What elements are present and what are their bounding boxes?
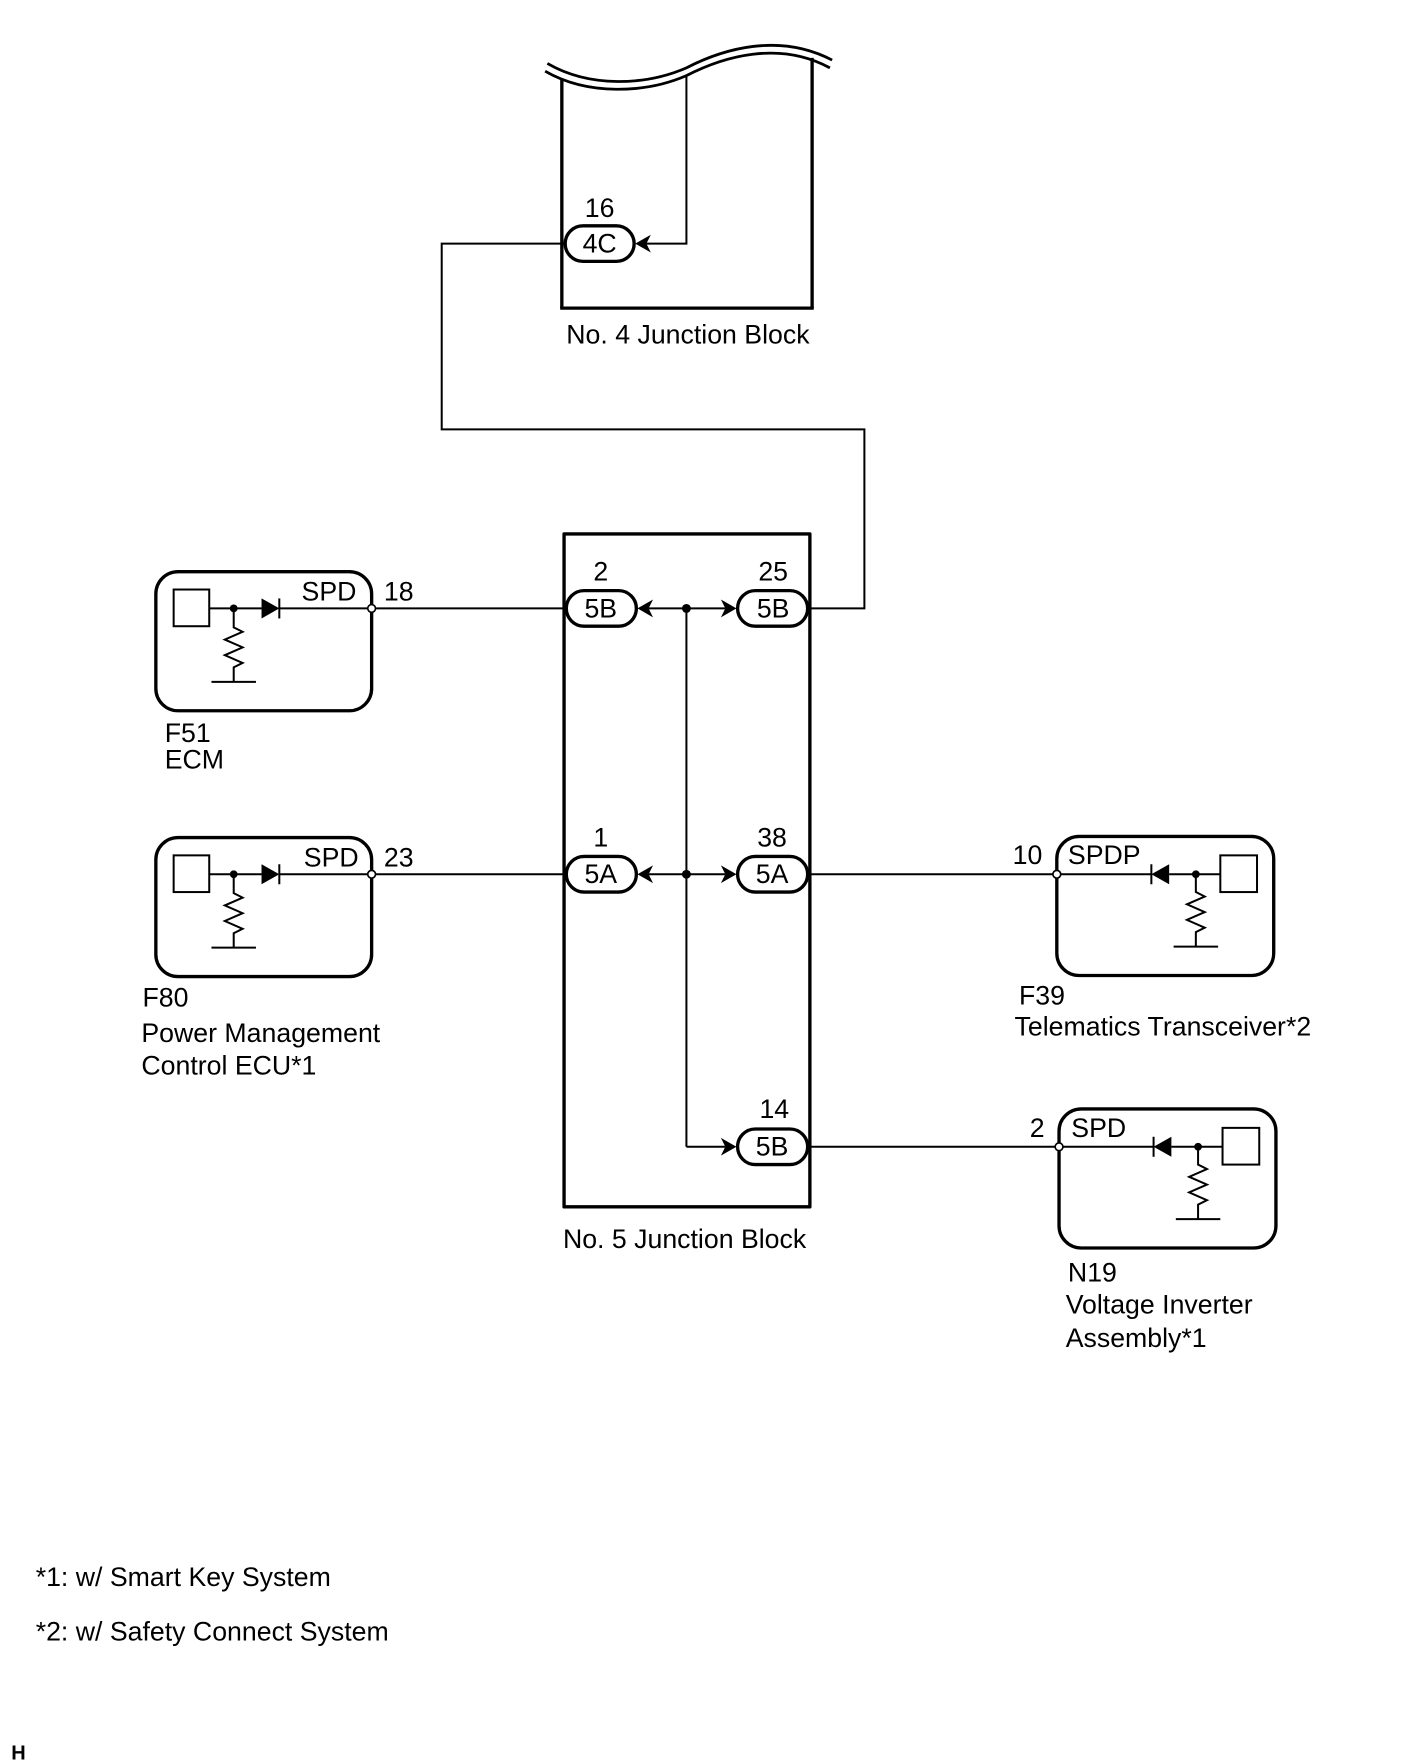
junction-dot xyxy=(229,604,238,613)
junction-dot xyxy=(229,870,238,879)
pin-number: 16 xyxy=(585,193,615,223)
junction-dot xyxy=(681,869,691,879)
component-f39: SPDP 10 xyxy=(1013,834,1276,978)
component-box xyxy=(154,835,374,979)
component-name: Control ECU*1 xyxy=(141,1050,316,1080)
pin-number: 38 xyxy=(757,822,787,852)
connector-5a-1: 5A 1 xyxy=(564,822,639,894)
terminal-pin xyxy=(1054,1142,1064,1152)
junction-block-label: No. 4 Junction Block xyxy=(566,320,810,350)
connector-code: 5B xyxy=(757,593,790,623)
component-code: F51 xyxy=(165,718,211,748)
connector-5b-25: 5B 25 xyxy=(735,557,810,628)
junction-block-label: No. 5 Junction Block xyxy=(563,1224,807,1254)
circuit-block-icon xyxy=(172,588,211,628)
component-box xyxy=(154,570,374,713)
component-code: F39 xyxy=(1019,980,1065,1010)
pin-number: 25 xyxy=(758,557,788,587)
terminal-pin xyxy=(366,869,377,879)
arrow-right-icon xyxy=(720,599,737,618)
connector-code: 5A xyxy=(756,859,789,889)
terminal-pin xyxy=(1052,869,1062,879)
arrow-left-icon xyxy=(635,234,651,253)
component-f80: SPD 23 xyxy=(154,835,414,979)
component-name: Telematics Transceiver*2 xyxy=(1015,1012,1312,1042)
arrow-right-icon xyxy=(720,1137,737,1156)
junction-dot xyxy=(681,603,691,613)
footnote: *2: w/ Safety Connect System xyxy=(36,1617,389,1647)
internal-wire xyxy=(646,75,688,245)
component-f51: SPD 18 xyxy=(154,570,414,713)
component-box xyxy=(1055,834,1276,978)
pin-number: 1 xyxy=(593,822,608,852)
break-line-upper xyxy=(546,43,833,83)
connector-5b-14: 5B 14 xyxy=(735,1094,810,1167)
component-name: Power Management xyxy=(141,1018,380,1048)
wire-4c16-to-5b25 xyxy=(440,242,866,610)
pin-number: 10 xyxy=(1013,840,1043,870)
corner-mark: H xyxy=(11,1743,25,1763)
connector-code: 5B xyxy=(756,1132,789,1162)
footnote: *1: w/ Smart Key System xyxy=(36,1562,331,1592)
junction-block-5: 5B 2 5B 25 5A 1 5A 38 5B 14 No. 5 Juncti… xyxy=(562,532,812,1254)
circuit-block-icon xyxy=(172,854,211,894)
resistor-icon xyxy=(1186,1146,1210,1220)
connector-pill xyxy=(735,588,810,628)
diode-icon xyxy=(1153,1136,1172,1157)
arrow-left-icon xyxy=(637,599,654,618)
connector-4c-16: 4C 16 xyxy=(563,193,636,264)
junction-block-4: 4C 16 No. 4 Junction Block xyxy=(544,43,833,350)
resistor-icon xyxy=(222,874,246,948)
connector-code: 5B xyxy=(584,593,617,623)
junction-dot xyxy=(1194,1142,1202,1151)
terminal-pin xyxy=(366,603,377,614)
component-box xyxy=(1057,1107,1278,1250)
component-code: N19 xyxy=(1068,1257,1117,1287)
pin-number: 18 xyxy=(384,577,414,607)
component-n19: SPD 2 xyxy=(1030,1107,1278,1250)
diode-icon xyxy=(261,598,280,619)
pin-number: 23 xyxy=(384,842,414,872)
connector-5a-38: 5A 38 xyxy=(735,822,810,894)
pin-number: 14 xyxy=(759,1094,789,1124)
component-name: ECM xyxy=(165,745,224,775)
diode-icon xyxy=(1151,864,1170,885)
circuit-block-icon xyxy=(1221,1126,1261,1166)
junction-dot xyxy=(1191,870,1200,879)
connector-5b-2: 5B 2 xyxy=(564,557,639,628)
pin-number: 2 xyxy=(1030,1113,1045,1143)
circuit-block-icon xyxy=(1219,854,1259,894)
block-outline xyxy=(562,532,812,1209)
arrow-left-icon xyxy=(637,865,654,884)
arrow-right-icon xyxy=(720,865,737,884)
terminal-label: SPD xyxy=(302,577,357,607)
component-name: Voltage Inverter xyxy=(1066,1290,1253,1320)
terminal-label: SPDP xyxy=(1068,840,1141,870)
component-code: F80 xyxy=(143,983,189,1013)
terminal-label: SPD xyxy=(1071,1113,1126,1143)
component-name: Assembly*1 xyxy=(1066,1323,1207,1353)
connector-code: 5A xyxy=(584,859,617,889)
diode-icon xyxy=(261,864,280,885)
resistor-icon xyxy=(222,608,246,682)
resistor-icon xyxy=(1184,874,1208,947)
pin-number: 2 xyxy=(593,557,608,587)
terminal-label: SPD xyxy=(304,842,359,872)
connector-code: 4C xyxy=(583,228,617,258)
break-line-lower xyxy=(544,51,831,91)
